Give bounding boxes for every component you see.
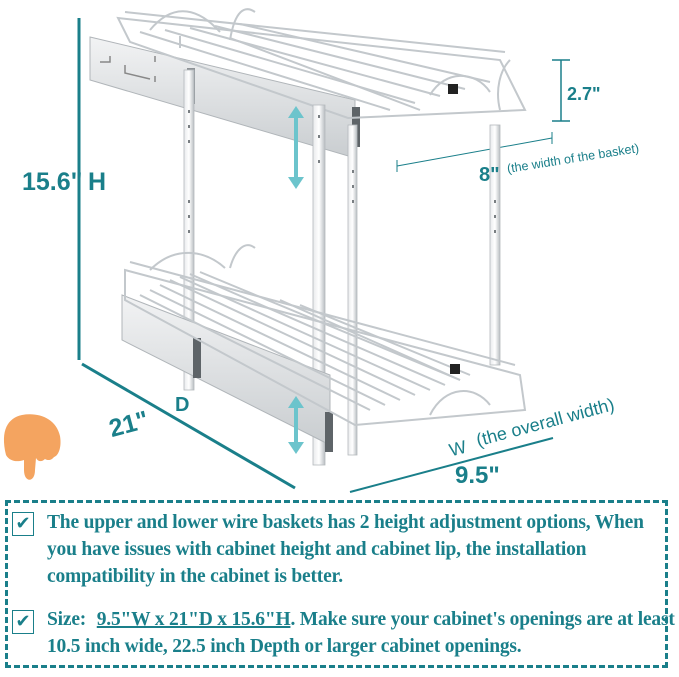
size-prefix: Size: <box>47 609 91 630</box>
size-line1-rest: . Make sure your cabinet's openings are … <box>290 609 675 630</box>
height-adjust-arrow-upper <box>288 106 304 189</box>
checkbox-check-icon: ✔ <box>12 610 34 634</box>
height-letter-label: H <box>88 168 107 196</box>
note-adjustment-line-1: The upper and lower wire baskets has 2 h… <box>47 512 644 533</box>
features-note-box <box>5 500 668 668</box>
checkbox-check-icon: ✔ <box>12 512 34 536</box>
basket-width-value-label: 8" <box>479 164 500 186</box>
note-size-line-2: 10.5 inch wide, 22.5 inch Depth or large… <box>47 636 522 657</box>
pointing-hand-icon <box>3 414 61 480</box>
width-value-label: 9.5" <box>455 462 500 489</box>
note-adjustment-line-2: you have issues with cabinet height and … <box>47 539 587 560</box>
basket-width-line <box>396 137 553 167</box>
size-spec: 9.5"W x 21"D x 15.6"H <box>96 609 291 630</box>
pullout-basket-illustration <box>3 8 570 493</box>
depth-letter-label: D <box>175 394 190 416</box>
note-adjustment-line-3: compatibility in the cabinet is better. <box>47 566 343 587</box>
depth-dimension-line <box>81 362 296 490</box>
height-adjust-arrow-lower <box>288 396 304 454</box>
height-value-label: 15.6" <box>22 168 83 196</box>
width-dimension-line <box>349 437 554 493</box>
note-size-line-1: Size: 9.5"W x 21"D x 15.6"H. Make sure y… <box>47 607 675 633</box>
basket-height-value-label: 2.7" <box>567 84 601 104</box>
